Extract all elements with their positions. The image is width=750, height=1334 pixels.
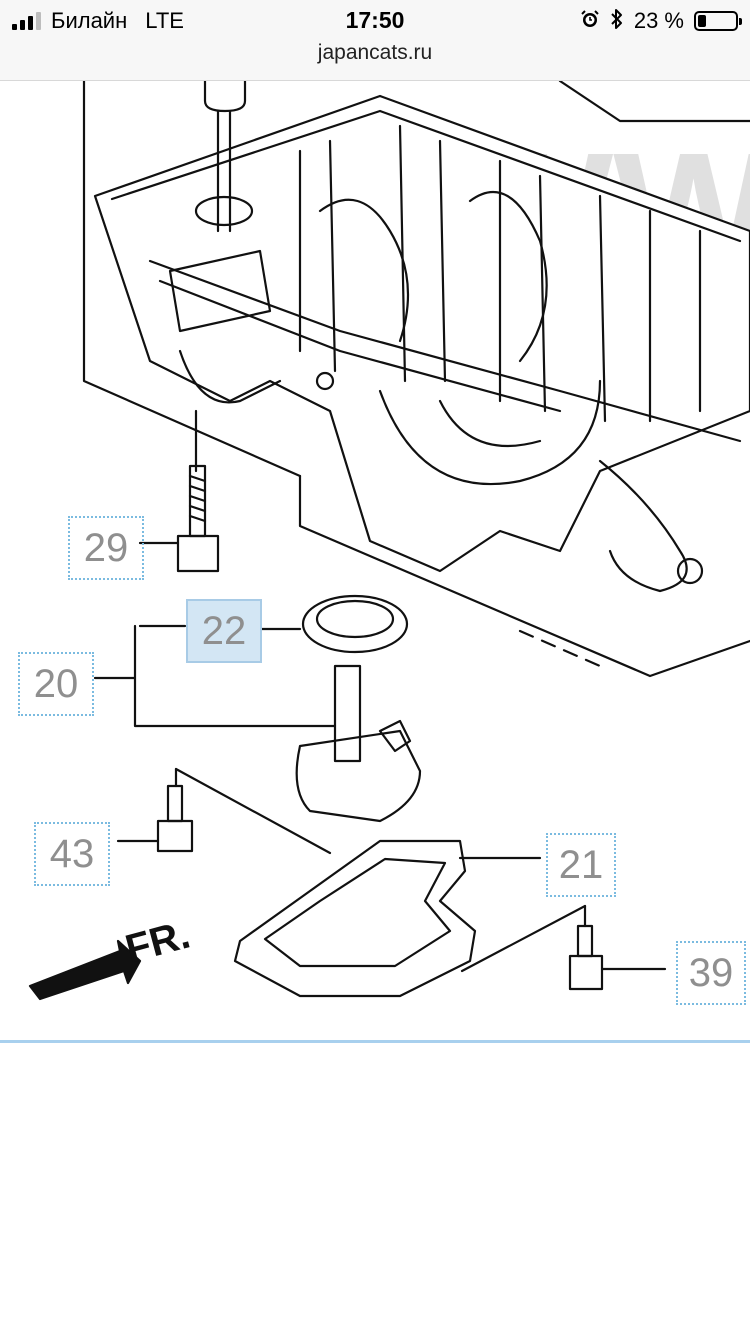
status-time: 17:50 [345,7,405,33]
page-blank-area [0,1043,750,1334]
callout-39[interactable]: 39 [676,941,746,1005]
strainer-tube [333,664,362,763]
status-bar: Билайн LTE 17:50 23 % japancats.ru [0,0,750,81]
front-direction-label: FR. [121,913,195,972]
callout-22[interactable]: 22 [186,599,262,663]
callout-21[interactable]: 21 [546,833,616,897]
frame-line-top [558,81,750,123]
signal-icon [12,12,41,30]
strainer-seal [301,594,409,654]
status-right: 23 % [580,8,742,35]
battery-icon [694,11,742,31]
callout-29[interactable]: 29 [68,516,144,580]
lower-cover [233,839,477,998]
strainer-body [295,729,422,823]
carrier-name: Билайн [51,8,128,33]
content-divider [0,1040,750,1043]
callout-20[interactable]: 20 [18,652,94,716]
battery-percent: 23 % [633,8,684,33]
address-bar-url[interactable]: japancats.ru [317,41,433,64]
oil-pan-flange [110,109,742,243]
alarm-icon [580,9,600,34]
bluetooth-icon [610,8,624,35]
parts-diagram[interactable]: NWW [0,81,750,1041]
oil-pan-diagram-drawing: NWW [28,81,750,1001]
frame-line-left [82,81,302,478]
oil-pan-outline [93,94,750,573]
frame-line-bottom [298,474,750,678]
status-left: Билайн LTE [12,8,184,34]
callout-43[interactable]: 43 [34,822,110,886]
battery-level [698,15,707,27]
network-type: LTE [145,8,184,33]
